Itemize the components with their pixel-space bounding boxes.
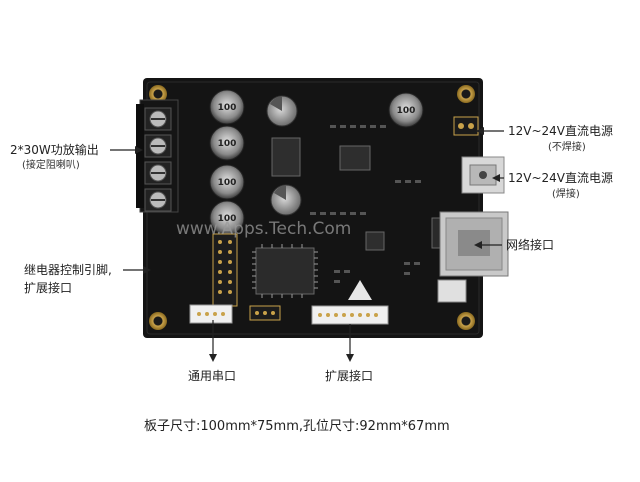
label-power-terminal: 12V~24V直流电源	[508, 124, 614, 138]
expansion-header	[311, 305, 389, 325]
mount-hole	[457, 312, 475, 330]
footer-dimensions: 板子尺寸:100mm*75mm,孔位尺寸:92mm*67mm	[144, 419, 450, 434]
inductor-column	[209, 89, 424, 236]
label-power-jack: 12V~24V直流电源	[508, 171, 614, 185]
inductor-marking: 100	[218, 103, 237, 113]
eth-phy-chip	[365, 231, 385, 251]
label-power-terminal-note: (不焊接)	[548, 142, 586, 153]
small-header	[249, 305, 281, 321]
mount-hole	[149, 85, 167, 103]
inductor-marking: 100	[397, 106, 416, 116]
power-pads	[453, 116, 479, 136]
capacitors	[266, 95, 302, 216]
label-expansion: 扩展接口	[325, 369, 374, 383]
serial-header	[189, 304, 233, 324]
screw-terminal	[136, 99, 179, 213]
inductor-marking: 100	[218, 139, 237, 149]
audio-chip	[271, 137, 301, 177]
codec-chip	[339, 145, 371, 171]
label-power-jack-note: (焊接)	[552, 189, 580, 200]
label-ethernet: 网络接口	[506, 238, 555, 252]
label-amp-output: 2*30W功放输出	[10, 143, 99, 157]
mount-hole	[457, 85, 475, 103]
mount-hole	[149, 312, 167, 330]
inductor-marking: 100	[218, 178, 237, 188]
label-relay-pins-line1: 继电器控制引脚,	[24, 263, 112, 277]
warning-logo-icon	[348, 280, 372, 300]
watermark: www.Apps.Tech.Com	[176, 219, 351, 239]
label-amp-output-note: (接定阻喇叭)	[22, 160, 80, 171]
pcb	[143, 78, 483, 338]
label-relay-pins-line2: 扩展接口	[24, 281, 73, 295]
relay-header	[212, 233, 238, 307]
inductor-marking: 100	[218, 214, 237, 224]
label-serial: 通用串口	[188, 369, 237, 383]
mcu-chip	[255, 247, 315, 295]
